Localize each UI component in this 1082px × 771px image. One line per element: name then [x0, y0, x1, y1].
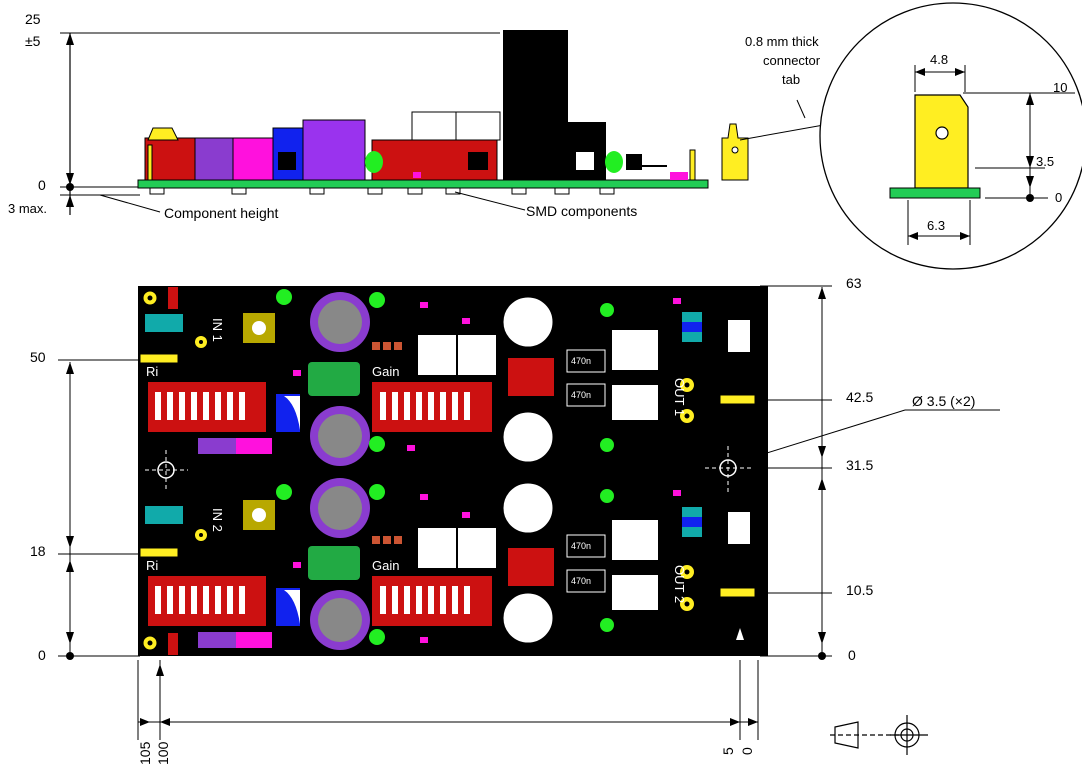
dim-below: 3 max. — [8, 201, 47, 216]
mounting-hole-right — [705, 446, 752, 492]
tab-base — [889, 187, 981, 199]
silk-cap-1b: 470n — [571, 390, 591, 400]
tab-detail: 0.8 mm thick connector tab 4.8 6.3 10 — [739, 2, 1082, 270]
tab-caption-1: 0.8 mm thick — [745, 34, 819, 49]
silk-cap-2b: 470n — [571, 576, 591, 586]
side-magenta-block — [232, 137, 274, 181]
tab-caption-2: connector — [763, 53, 821, 68]
right-dim-0: 0 — [848, 647, 856, 663]
side-tall-block — [503, 30, 568, 180]
ic-ch2-a-pins — [155, 586, 245, 614]
channel-2: Ri IN 2 Gain — [139, 478, 756, 650]
left-dim-0: 0 — [38, 647, 46, 663]
side-pcb — [137, 179, 709, 189]
top-view: Ri IN 1 Gain — [30, 275, 1000, 765]
ic-ch2-b-pins — [380, 586, 470, 614]
right-dim-42-5: 42.5 — [846, 389, 873, 405]
side-violet-block — [302, 119, 366, 181]
tab-width-top: 4.8 — [930, 52, 948, 67]
channel-1: Ri IN 1 Gain — [139, 289, 756, 466]
side-red-block — [144, 137, 196, 181]
silk-ri-1: Ri — [146, 364, 158, 379]
silk-out2: OUT 2 — [672, 565, 687, 603]
hole-label: Ø 3.5 (×2) — [912, 393, 975, 409]
tab-height-0: 0 — [1055, 190, 1062, 205]
tab-width-bottom: 6.3 — [927, 218, 945, 233]
tab-shape — [914, 94, 969, 189]
dim-top-tolerance: ±5 — [25, 33, 41, 49]
ic-ch1-b-pins — [380, 392, 470, 420]
tab-height-3-5: 3.5 — [1036, 154, 1054, 169]
silk-ri-2: Ri — [146, 558, 158, 573]
side-purple-block — [194, 137, 234, 181]
label-smd-components: SMD components — [526, 203, 637, 219]
ic-ch1-a-pins — [155, 392, 245, 420]
right-dim-10-5: 10.5 — [846, 582, 873, 598]
bottom-dim-100: 100 — [155, 741, 171, 765]
bottom-dim-105: 105 — [137, 741, 153, 765]
dim-top-value: 25 — [25, 11, 41, 27]
projection-symbol-icon — [830, 715, 928, 755]
silk-in2: IN 2 — [210, 508, 225, 532]
bottom-dim-5: 5 — [720, 747, 736, 755]
right-dim-31-5: 31.5 — [846, 457, 873, 473]
silk-cap-1a: 470n — [571, 356, 591, 366]
bottom-dim-0: 0 — [739, 747, 755, 755]
mounting-hole-left — [145, 450, 188, 492]
silk-gain-2: Gain — [372, 558, 399, 573]
right-dim-63: 63 — [846, 275, 862, 291]
silk-in1: IN 1 — [210, 318, 225, 342]
silk-cap-2a: 470n — [571, 541, 591, 551]
silk-out1: OUT 1 — [672, 378, 687, 416]
silk-gain-1: Gain — [372, 364, 399, 379]
tab-caption-3: tab — [782, 72, 800, 87]
left-dim-18: 18 — [30, 543, 46, 559]
left-dim-50: 50 — [30, 349, 46, 365]
side-smd-pads — [149, 187, 615, 195]
label-component-height: Component height — [164, 205, 279, 221]
tab-height-10: 10 — [1053, 80, 1067, 95]
dim-zero: 0 — [38, 177, 46, 193]
side-view: 25 ±5 0 3 max. — [8, 11, 749, 221]
